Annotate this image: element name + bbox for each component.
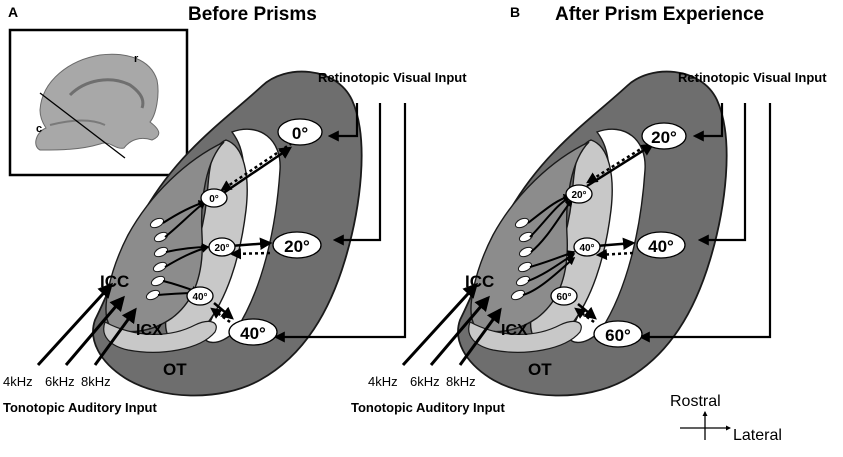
panel-a-icx-label: ICX: [136, 322, 163, 339]
panel-a-letter: A: [8, 4, 18, 20]
panel-b-ot-node-1: 20°: [651, 128, 677, 147]
panel-b: B After Prism Experience 20° 40°: [351, 4, 827, 415]
panel-b-ot-label: OT: [528, 360, 552, 379]
panel-b-icx-node-3: 60°: [556, 292, 571, 303]
panel-b-visual-feedback-dotted: [574, 138, 656, 324]
panel-a-ot-label: OT: [163, 360, 187, 379]
panel-b-freq-3: 8kHz: [446, 374, 476, 389]
inset-caudal-mark: c: [36, 123, 42, 135]
inset-rostral-mark: r: [134, 53, 139, 65]
panel-b-ot-node-3: 60°: [605, 326, 631, 345]
panel-a-icx-ot-arrows: [213, 146, 293, 320]
panel-a-title: Before Prisms: [188, 4, 317, 25]
panel-a-ot-node-1: 0°: [292, 124, 308, 143]
panel-b-icx-node-1: 20°: [571, 190, 586, 201]
panel-b-icx-node-2: 40°: [579, 243, 594, 254]
panel-b-title: After Prism Experience: [555, 4, 764, 25]
panel-b-freq-1: 4kHz: [368, 374, 398, 389]
panel-a-icx-nodes: 0° 20° 40°: [186, 188, 236, 306]
panel-b-tonotopic-label: Tonotopic Auditory Input: [351, 400, 505, 415]
panel-b-freq-2: 6kHz: [410, 374, 440, 389]
inset-section-photo: r c: [8, 28, 189, 177]
panel-a-visual-feedback-dotted: [210, 141, 293, 324]
panel-a-icx-node-1: 0°: [209, 194, 219, 205]
panel-a-ot-nodes: 0° 20° 40°: [228, 118, 323, 346]
panel-b-icc-label: ICC: [465, 272, 494, 291]
panel-b-letter: B: [510, 4, 520, 20]
panel-b-icx-nodes: 20° 40° 60°: [550, 184, 601, 306]
panel-a-freq-2: 6kHz: [45, 374, 75, 389]
compass-lateral-label: Lateral: [733, 427, 782, 444]
panel-b-retinotopic-label: Retinotopic Visual Input: [678, 70, 827, 85]
panel-a-retinotopic-label: Retinotopic Visual Input: [318, 70, 467, 85]
panel-a-freq-1: 4kHz: [3, 374, 33, 389]
panel-a-tonotopic-label: Tonotopic Auditory Input: [3, 400, 157, 415]
panel-a-icx-node-2: 20°: [214, 243, 229, 254]
panel-a-ot-node-3: 40°: [240, 324, 266, 343]
panel-a-ot-node-2: 20°: [284, 237, 310, 256]
panel-b-icx-label: ICX: [501, 322, 528, 339]
compass-rostral-label: Rostral: [670, 393, 721, 410]
panel-b-ot-node-2: 40°: [648, 237, 674, 256]
panel-a-icc-label: ICC: [100, 272, 129, 291]
orientation-compass: Rostral Lateral: [670, 393, 782, 444]
panel-b-ot-nodes: 20° 40° 60°: [593, 122, 687, 348]
panel-a-freq-3: 8kHz: [81, 374, 111, 389]
panel-a: A Before Prisms r c: [3, 4, 467, 415]
panel-a-icx-node-3: 40°: [192, 292, 207, 303]
